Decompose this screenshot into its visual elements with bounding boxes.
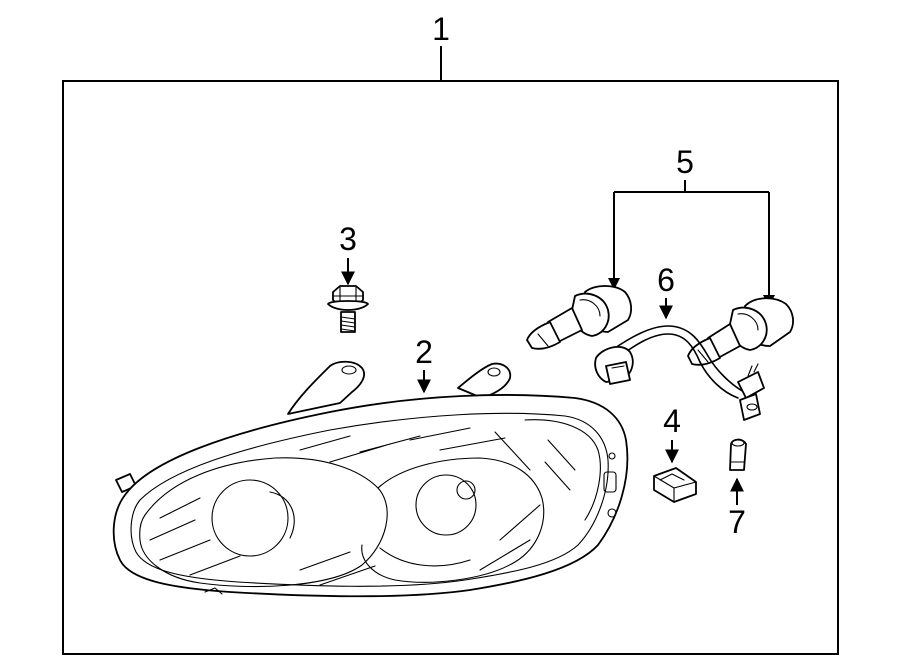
- callout-2-label: 2: [415, 334, 433, 370]
- callout-5-group: 5: [608, 144, 775, 307]
- headlamp-bulb-left-icon: [526, 285, 632, 350]
- callout-7-group: 7: [728, 477, 746, 540]
- callout-5-label: 5: [676, 144, 694, 180]
- callout-3-label: 3: [339, 221, 357, 257]
- callout-1-label: 1: [432, 11, 450, 47]
- wiring-harness-icon: [594, 325, 765, 421]
- callout-4-label: 4: [663, 403, 681, 439]
- headlamp-housing-icon: [112, 360, 629, 598]
- callout-7-label: 7: [728, 504, 746, 540]
- headlamp-bulb-right-icon: [687, 297, 794, 366]
- callout-6-label: 6: [657, 262, 675, 298]
- callout-6-group: 6: [657, 262, 675, 320]
- callout-4-group: 4: [663, 403, 681, 464]
- callout-2-group: 2: [415, 334, 433, 394]
- callout-5-bracket: [613, 180, 770, 300]
- callout-3-group: 3: [339, 221, 357, 286]
- assembly-frame: [62, 80, 839, 655]
- callout-1-group: 1: [432, 11, 450, 81]
- mounting-bolt-icon: [327, 285, 369, 333]
- retainer-clip-icon: [653, 467, 697, 503]
- side-marker-bulb-icon: [729, 438, 747, 471]
